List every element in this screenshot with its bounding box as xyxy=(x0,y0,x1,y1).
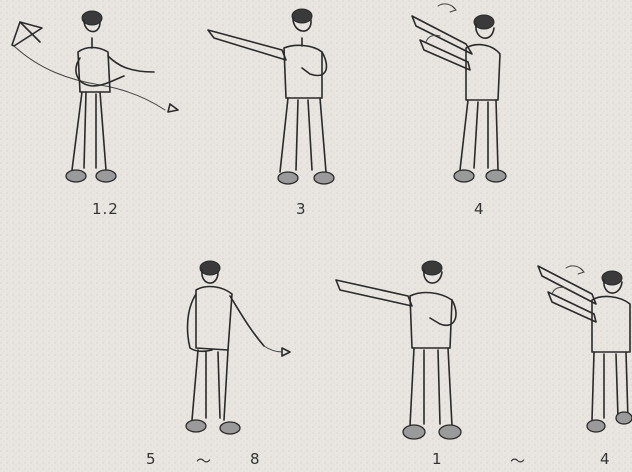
caption-fig4-start: 5 xyxy=(146,450,157,468)
caption-fig1: 1.2 xyxy=(92,200,119,218)
caption-fig5-end: 4 xyxy=(600,450,611,468)
caption-fig5-start: 1 xyxy=(432,450,443,468)
caption-fig5-tilde: ～ xyxy=(510,450,526,471)
caption-fig4-end: 8 xyxy=(250,450,261,468)
caption-fig2: 3 xyxy=(296,200,307,218)
caption-fig4-tilde: ～ xyxy=(196,450,212,471)
caption-fig3: 4 xyxy=(474,200,485,218)
